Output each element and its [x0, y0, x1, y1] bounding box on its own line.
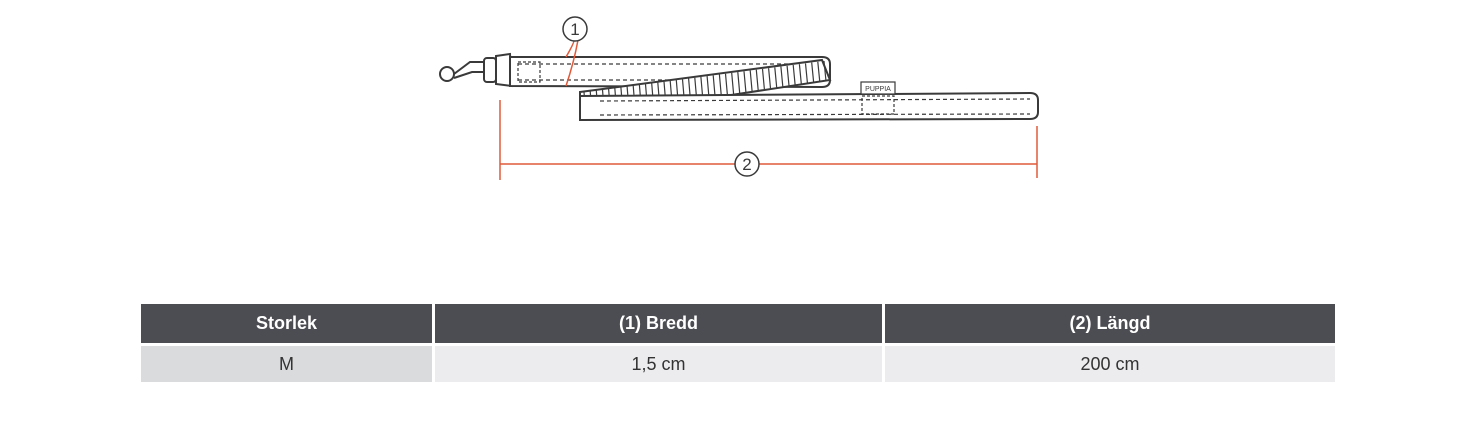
callout-2-circle [734, 151, 760, 177]
leash-strap-lower [579, 91, 1039, 122]
leash-dimension-diagram: PUPPIA 1 2 [439, 16, 1039, 180]
callout-2-label: 2 [742, 155, 751, 174]
callout-1-label: 1 [570, 20, 579, 39]
length-callout: 2 [734, 151, 760, 177]
cell-size: M [141, 346, 435, 382]
cell-width: 1,5 cm [435, 346, 885, 382]
snap-hook-icon [439, 52, 514, 88]
table-row: M 1,5 cm 200 cm [141, 346, 1335, 382]
header-length: (2) Längd [885, 304, 1335, 346]
size-table: Storlek (1) Bredd (2) Längd M 1,5 cm 200… [141, 304, 1335, 382]
header-size: Storlek [141, 304, 435, 346]
header-width: (1) Bredd [435, 304, 885, 346]
size-table-header-row: Storlek (1) Bredd (2) Längd [141, 304, 1335, 346]
brand-tag: PUPPIA [860, 81, 896, 95]
width-callout: 1 [562, 16, 588, 87]
cell-length: 200 cm [885, 346, 1335, 382]
brand-tag-label: PUPPIA [865, 86, 891, 93]
length-dimension-line [499, 100, 1038, 180]
callout-1-circle [562, 16, 588, 42]
